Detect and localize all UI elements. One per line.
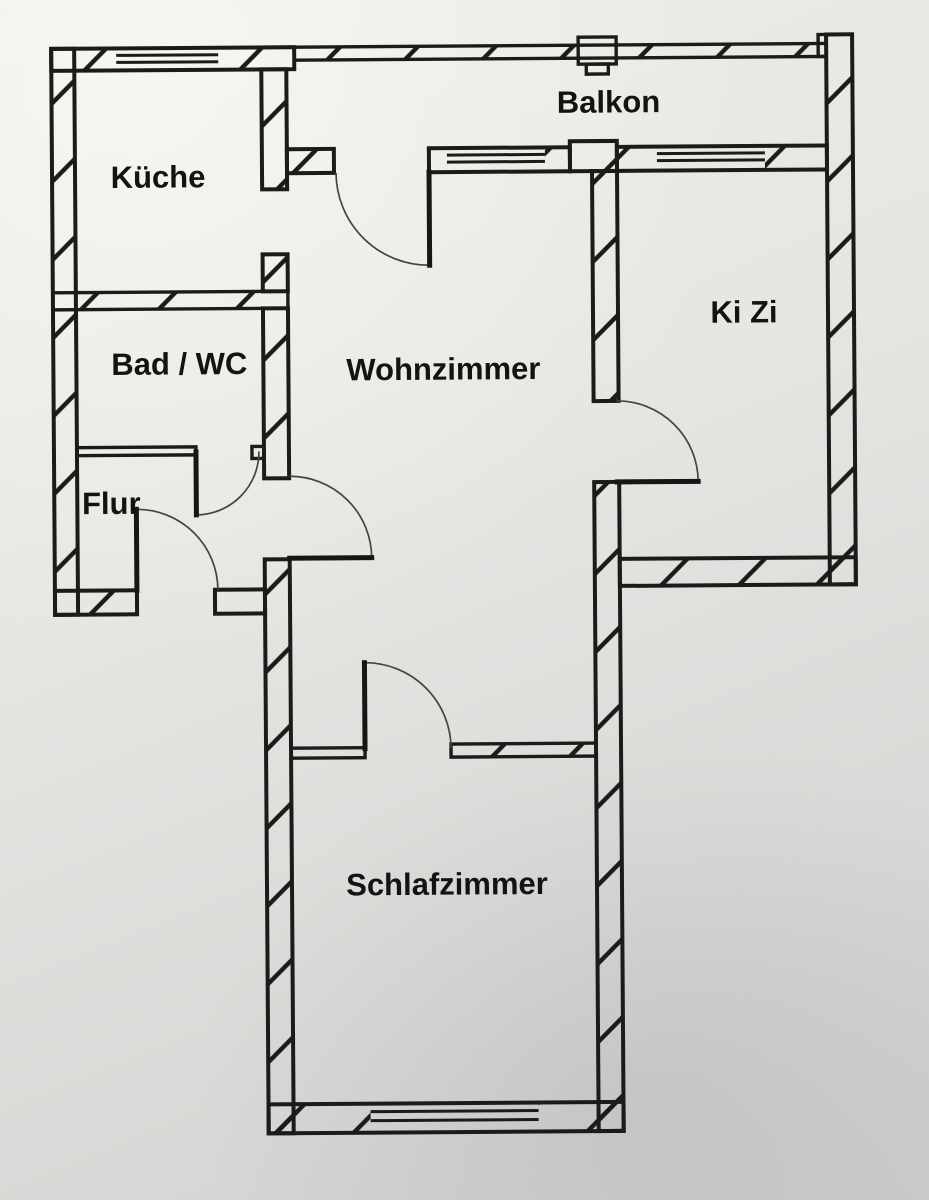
wall-kidsroom-south: [617, 555, 858, 588]
wall-bath-right: [250, 306, 292, 481]
wall-kidsroom-west-upper: [589, 168, 621, 404]
wall-bath-top: [51, 289, 290, 312]
room-label-balkon: Balkon: [557, 84, 661, 120]
wall-bedroom-top-right: [449, 741, 598, 759]
balcony-railing: [292, 41, 828, 62]
window-bedroom: [370, 1108, 539, 1123]
window-kidsroom: [656, 151, 765, 163]
room-label-schlafzimmer: Schlafzimmer: [346, 866, 548, 902]
wall-bedroom-bottom: [266, 1099, 626, 1136]
room-label-bad-wc: Bad / WC: [111, 346, 247, 382]
wall-corridor-left: [262, 557, 296, 1136]
wall-left-exterior: [49, 46, 81, 617]
window-livingroom: [446, 152, 545, 164]
room-label-flur: Flur: [82, 486, 141, 521]
wall-kitchen-top: [49, 45, 297, 73]
wall-pillar-center: [567, 138, 620, 174]
door-balcony: [335, 169, 433, 268]
wall-bedroom-top-thin: [289, 745, 367, 760]
wall-kitchen-right-lower: [260, 252, 290, 294]
wall-livingroom-north: [426, 145, 573, 175]
wall-kidsroom-north: [614, 143, 830, 173]
room-label-ki-zi: Ki Zi: [710, 294, 777, 329]
wall-balcony-door-jamb-stub: [284, 146, 337, 176]
door-bedroom: [361, 660, 452, 752]
door-livingroom: [287, 475, 375, 561]
wall-entry-right: [212, 587, 268, 616]
room-label-wohnzimmer: Wohnzimmer: [346, 351, 540, 387]
wall-kitchen-right-upper: [259, 67, 290, 192]
window-kitchen: [116, 53, 219, 64]
wall-entry-left: [52, 588, 140, 617]
door-kidsroom: [614, 400, 701, 485]
door-bath: [193, 449, 260, 518]
room-label-kueche: Küche: [111, 159, 206, 195]
wall-bath-bottom-thin: [75, 445, 198, 458]
balcony-railing-post: [576, 35, 618, 76]
wall-right-exterior: [816, 32, 858, 587]
door-entrance: [133, 506, 219, 593]
